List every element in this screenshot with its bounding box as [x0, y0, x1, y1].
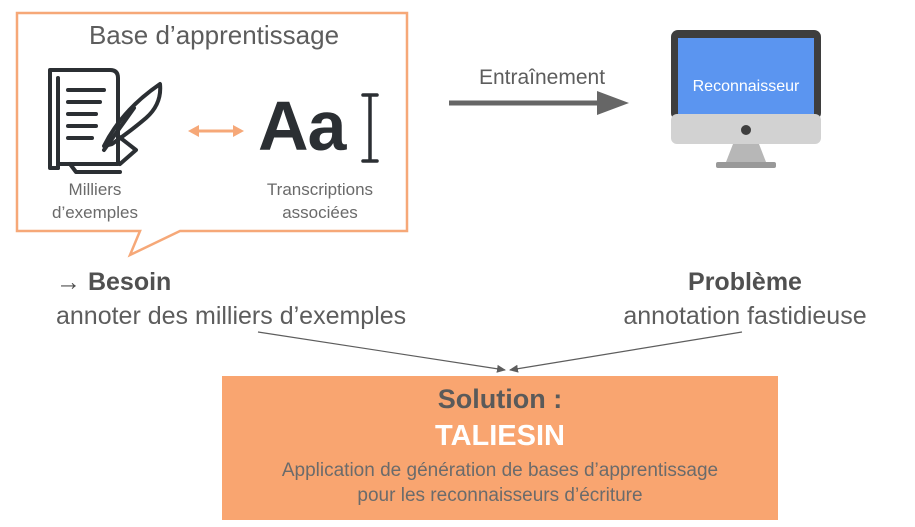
base-title: Base d’apprentissage: [88, 20, 340, 50]
text-cursor-icon: [361, 93, 379, 163]
need-text: annoter des milliers d’exemples: [56, 302, 407, 330]
problem-to-solution-arrow: [509, 331, 743, 373]
solution-box: [222, 376, 778, 520]
problem-text: annotation fastidieuse: [623, 302, 867, 330]
need-heading: → Besoin: [56, 268, 171, 297]
screen-label: Reconnaisseur: [692, 78, 800, 95]
computer-monitor-icon: [671, 30, 821, 168]
transcriptions-caption: Transcriptions associées: [250, 178, 390, 224]
need-heading-text: Besoin: [87, 268, 172, 296]
training-label: Entraînement: [478, 66, 606, 89]
aa-glyph: Aa: [258, 87, 346, 165]
right-arrow-icon: [449, 91, 629, 115]
solution-desc-line1: Application de génération de bases d’app…: [281, 460, 719, 481]
problem-heading: Problème: [688, 268, 802, 296]
need-arrow-glyph: →: [56, 268, 81, 296]
transcriptions-caption-line2: associées: [282, 203, 358, 222]
solution-label: Solution :: [437, 384, 563, 414]
solution-description: Application de génération de bases d’app…: [222, 458, 778, 508]
solution-name: TALIESIN: [435, 420, 565, 452]
examples-caption-line2: d’exemples: [52, 203, 138, 222]
document-quill-icon: [48, 68, 163, 174]
need-to-solution-arrow: [257, 331, 506, 373]
examples-caption-line1: Milliers: [68, 180, 122, 199]
solution-desc-line2: pour les reconnaisseurs d’écriture: [357, 485, 643, 506]
transcriptions-caption-line1: Transcriptions: [266, 180, 374, 199]
examples-caption: Milliers d’exemples: [40, 178, 150, 224]
double-arrow-icon: [188, 125, 244, 137]
